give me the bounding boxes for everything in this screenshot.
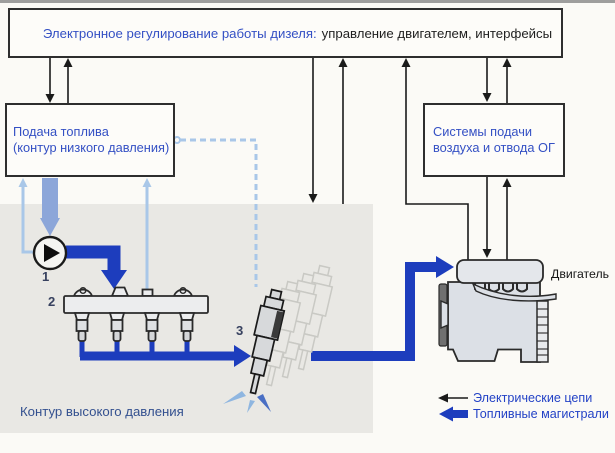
air-exhaust-box: Системы подачи воздуха и отвода ОГ	[423, 103, 565, 177]
tank-return-line	[21, 187, 34, 254]
high-pressure-circuit-label: Контур высокого давления	[20, 404, 184, 419]
left-arrowhead-icon	[438, 393, 448, 403]
up-arrowhead-icon	[63, 58, 73, 67]
engine-valve-cover	[456, 259, 544, 284]
down-arrowhead-icon	[101, 270, 127, 289]
fuel-pump-icon	[32, 235, 68, 271]
right-arrowhead-icon	[436, 256, 454, 278]
rail-number-label: 2	[48, 294, 56, 309]
injector-return-line	[180, 138, 258, 287]
engine-bracket	[440, 299, 449, 330]
engine-icon	[438, 259, 557, 363]
up-arrowhead-icon	[142, 178, 152, 187]
pump-triangle-icon	[44, 244, 60, 262]
engine-rib-lines	[537, 308, 548, 356]
down-arrowhead-icon	[45, 94, 55, 103]
common-rail-icon	[63, 286, 209, 342]
injector-number-label: 3	[236, 323, 244, 338]
electric-lines	[45, 58, 512, 260]
ecu-box-highlight: Электронное регулирование работы дизеля:	[42, 25, 317, 41]
rail-outlet-ports	[73, 312, 196, 342]
fuel-lines	[66, 245, 454, 367]
engine-label: Двигатель	[551, 267, 610, 281]
up-arrowhead-icon	[338, 58, 348, 67]
up-arrowhead-icon	[502, 178, 512, 187]
air-exhaust-line1: Системы подачи	[433, 124, 533, 139]
supply-arrow	[40, 178, 60, 236]
legend-arrows	[438, 393, 468, 422]
down-arrowhead-icon	[482, 249, 492, 258]
injector-shading	[271, 310, 284, 339]
injector-spray-icon	[223, 391, 271, 413]
up-arrowhead-icon	[18, 178, 28, 187]
up-arrowhead-icon	[401, 58, 411, 67]
ecu-box: Электронное регулирование работы дизеля:…	[8, 8, 563, 58]
legend-electric-label: Электрические цепи	[473, 391, 593, 405]
pump-to-rail-line	[66, 245, 121, 271]
legend-fuel-label: Топливные магистрали	[473, 407, 609, 421]
down-arrowhead-icon	[308, 194, 318, 203]
down-arrowhead-icon	[482, 93, 492, 102]
engine-ribbed-bar	[536, 300, 549, 363]
fuel-supply-box: Подача топлива (контур низкого давления)	[5, 103, 175, 177]
injector-icon	[240, 287, 290, 397]
fuel-supply-line1: Подача топлива	[13, 124, 109, 139]
ecu-box-rest: управление двигателем, интерфейсы	[321, 25, 553, 41]
right-arrowhead-icon	[234, 345, 251, 367]
injector-to-engine-line	[311, 262, 437, 361]
up-arrowhead-icon	[502, 58, 512, 67]
left-arrowhead-icon	[439, 406, 453, 422]
down-arrowhead-icon	[40, 218, 60, 236]
low-pressure-return-lines	[18, 136, 258, 290]
pump-number-label: 1	[42, 269, 50, 284]
engine-manifold-swoosh	[471, 282, 557, 302]
air-exhaust-line2: воздуха и отвода ОГ	[433, 140, 555, 155]
fuel-supply-line2: (контур низкого давления)	[13, 140, 170, 155]
page-edge-streak	[0, 0, 615, 3]
